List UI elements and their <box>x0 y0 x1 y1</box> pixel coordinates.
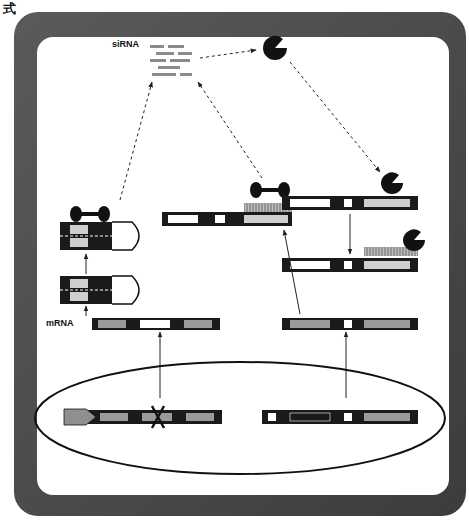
hairpin-rna <box>60 222 139 304</box>
dicer <box>70 206 110 222</box>
nucleus-outline <box>35 362 445 474</box>
sirna-fragments <box>150 45 192 76</box>
mrna-dicer-complex <box>162 182 292 226</box>
frame <box>14 12 466 516</box>
dashed-arrows <box>120 50 380 200</box>
cleaved-mrna <box>282 229 425 272</box>
corner-character: 式 <box>3 2 16 15</box>
mrna-risc-complex <box>282 172 418 210</box>
mrna-label: mRNA <box>46 319 74 328</box>
sirna-label: siRNA <box>112 40 139 49</box>
risc-complex <box>263 36 287 60</box>
panel <box>37 37 449 495</box>
mrna-bars <box>92 318 418 330</box>
gene-constructs <box>64 406 418 428</box>
